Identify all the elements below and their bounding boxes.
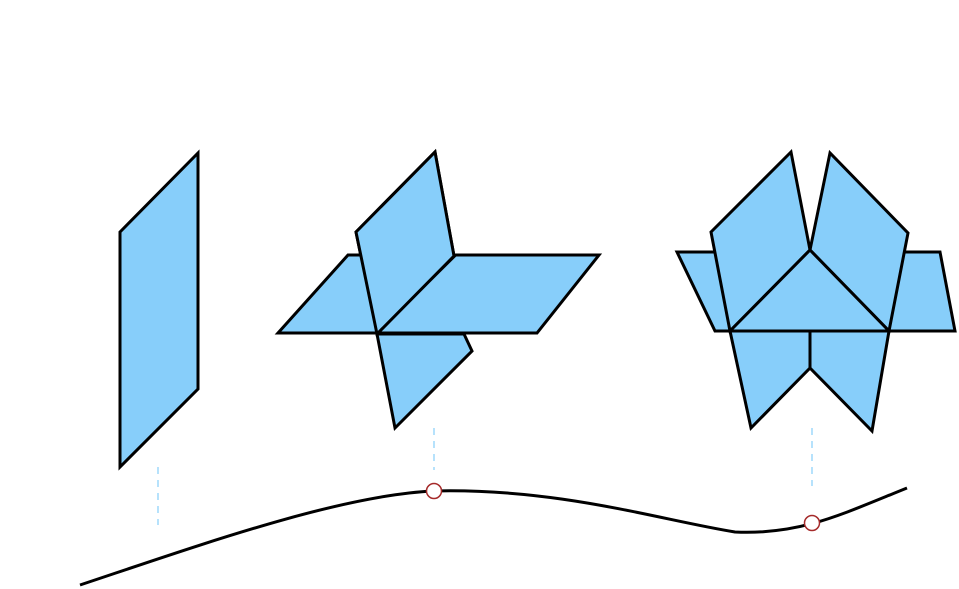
horizontal-sheet: [274, 253, 603, 335]
crease-right: [809, 249, 890, 332]
figure-two-crossing-sheets: [274, 148, 603, 470]
figure-three-sheet-junction: [674, 148, 957, 486]
intersection-crease: [376, 255, 457, 335]
transition-curve: [79, 486, 908, 587]
transition-point-2: [803, 514, 821, 532]
sheet-bottom-right: [808, 329, 891, 435]
single-sheet-panel: [118, 149, 200, 471]
transition-point-1: [425, 482, 443, 500]
figure-single-sheet: [118, 149, 200, 525]
vertical-sheet-front: [354, 148, 456, 338]
sheet-bottom-left: [728, 329, 812, 432]
crease-left: [729, 249, 811, 332]
vertical-sheet-lower: [375, 332, 474, 432]
